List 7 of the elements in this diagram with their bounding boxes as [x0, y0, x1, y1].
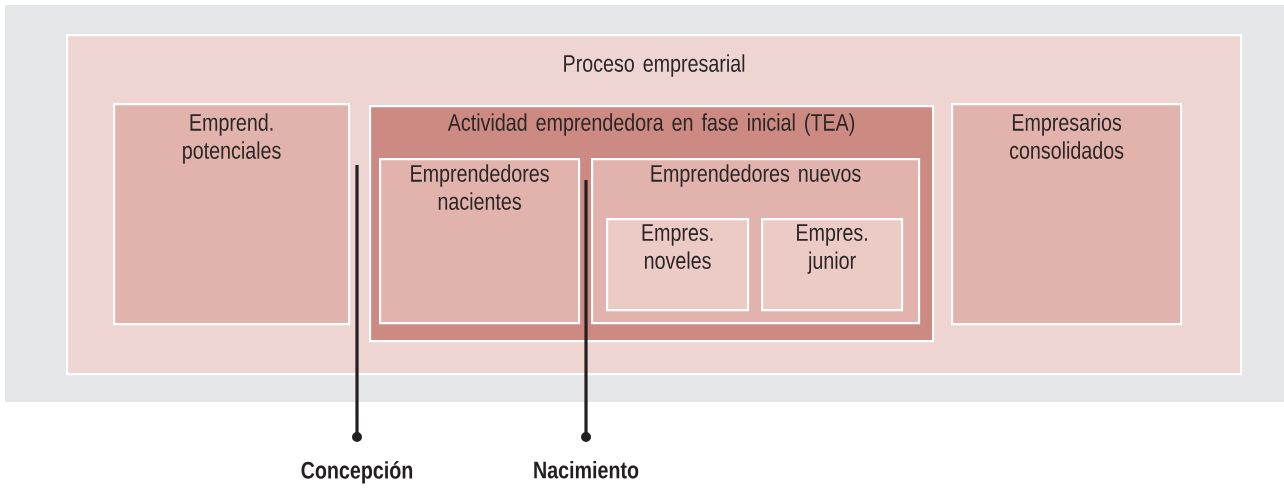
category-box: Emprend. potenciales [113, 103, 351, 326]
category-box: Empres. noveles [606, 218, 750, 312]
category-box: Emprendedores nacientes [379, 158, 581, 325]
stage-label: Nacimiento [534, 460, 639, 479]
stage-label: Concepción [301, 460, 413, 484]
category-box: Empresarios consolidados [951, 103, 1183, 326]
category-box: Empres. junior [761, 218, 904, 312]
